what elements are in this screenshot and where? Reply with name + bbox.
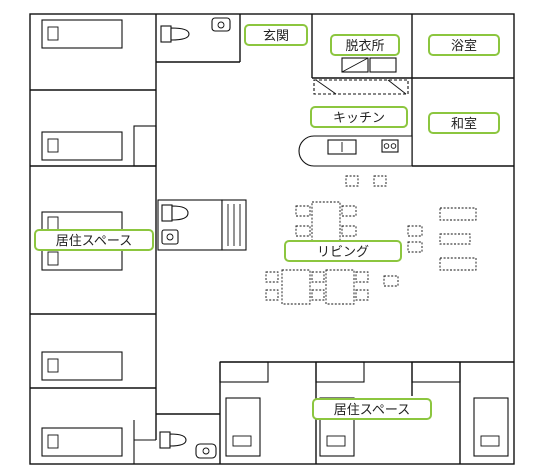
dining-table (295, 201, 357, 245)
washing-machine-icon (341, 57, 369, 73)
label-living-space-left: 居住スペース (34, 229, 154, 251)
label-genkan: 玄関 (244, 24, 308, 46)
stool-icon (373, 175, 387, 187)
kitchen-shelf (313, 79, 409, 95)
bed-icon (41, 427, 123, 457)
label-washitsu: 和室 (428, 112, 500, 134)
label-living-space-bottom: 居住スペース (312, 398, 432, 420)
sink-icon (211, 17, 231, 32)
label-datsuisho: 脱衣所 (330, 34, 400, 56)
left-rooms (30, 14, 157, 464)
bed-icon (41, 19, 123, 49)
outer-wall (29, 13, 515, 465)
washbasin-icon (369, 57, 397, 73)
bottom-rooms (156, 361, 514, 464)
bed-icon (41, 351, 123, 381)
label-living: リビング (284, 240, 402, 262)
bed-icon (41, 131, 123, 161)
toilet-room (156, 14, 241, 63)
stool-icon (345, 175, 359, 187)
toilet-icon (160, 25, 190, 43)
toilet-icon (159, 431, 187, 449)
stove-icon (381, 139, 399, 153)
bed-icon (221, 199, 247, 251)
dining-table (265, 269, 399, 305)
kitchen-counter (298, 135, 413, 167)
label-yokushitsu: 浴室 (428, 34, 500, 56)
toilet-icon (157, 199, 223, 251)
label-kitchen: キッチン (310, 106, 408, 128)
sofa-set (407, 207, 477, 271)
bed-icon (473, 397, 509, 457)
sink-icon (195, 443, 217, 459)
bed-icon (225, 397, 261, 457)
